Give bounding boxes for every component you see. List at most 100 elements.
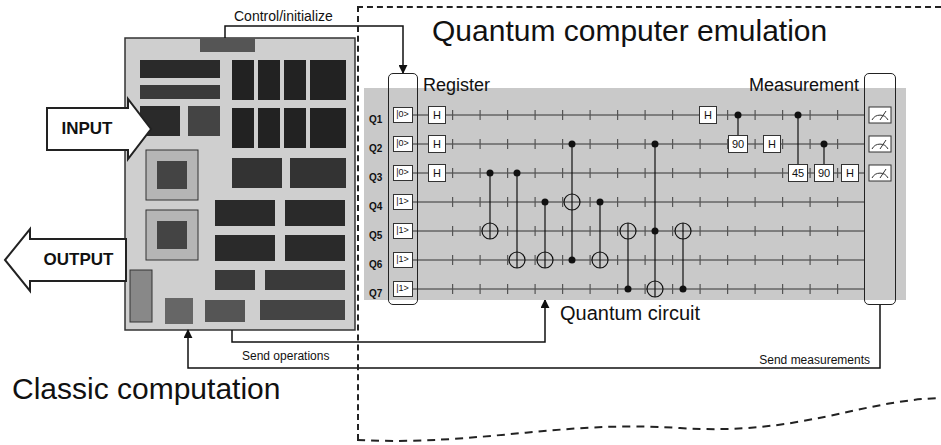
control-dots [569,141,576,148]
control-dots [680,286,687,293]
control-dots [597,199,604,206]
cnot-targets [675,223,691,239]
qubit-name: Q3 [369,172,382,183]
connector [225,26,403,73]
gate-label: 90 [732,138,744,151]
qubit-name: Q4 [369,201,382,212]
control-dots [821,141,828,148]
label-holder: Control/initialize [232,7,335,25]
meter-icons [880,111,886,120]
ket-box: |1> [393,281,413,297]
cnot-targets [647,281,663,297]
qubit-wires [413,115,864,289]
label-holder: Q3 [369,167,382,185]
heading-holder: Classic computation [12,372,280,407]
label-holder: Q7 [369,283,382,301]
wire-ticks [452,110,862,120]
wire-ticks [452,139,862,149]
label-holder: Send measurements [757,350,872,368]
circuit-board-photo [125,38,355,330]
circuit-board-photo [146,210,198,260]
circuit-board-photo [165,298,193,324]
label-holder: Q6 [369,254,382,272]
gate-box: H [428,135,446,153]
meter-icons [869,165,891,181]
qubit-name: Q5 [369,230,382,241]
circuit-board-photo [140,60,220,78]
label-holder: Send operations [240,346,331,364]
gate-links [490,115,824,297]
circuit-board-photo [285,235,345,261]
circuit-board-photo [157,221,187,249]
input-arrow: INPUT [46,98,152,160]
control-dots [487,170,494,177]
heading-holder: Measurement [749,75,859,96]
qubit-name: Q2 [369,143,382,154]
gate-box: H [841,164,859,182]
connector [188,305,880,368]
wire-ticks [452,226,862,236]
circuit-board-photo [125,38,355,330]
qubit-wires [413,289,864,290]
circuit-board-photo [260,300,345,320]
cnot-targets [482,194,691,297]
circuit-board-photo [188,106,220,136]
ket-box: |0> [393,107,413,123]
qubit-wires [413,260,864,261]
circuit-board-photo [140,85,220,99]
circuit-board-photo [215,235,275,261]
measurement-box: Measurement [864,73,896,305]
wire-ticks [452,284,862,294]
ket-state: |1> [396,283,409,293]
region-boundary [357,398,941,441]
circuit-board-photo [290,158,346,188]
label-holder: Q1 [369,109,382,127]
qubit-wires [413,231,864,232]
ket-box: |0> [393,136,413,152]
classic-computer: Classic computation [125,38,355,330]
circuit-board-photo [265,270,345,290]
meter-icons [880,140,886,149]
ket-box: |1> [393,223,413,239]
circuit-board-photo [284,60,306,100]
cnot-targets [509,252,525,268]
cnot-targets [564,194,580,210]
gate-box: H [428,106,446,124]
gate-label: H [704,109,712,122]
control-dots [487,112,828,293]
connector [232,300,545,342]
gate-box: 45 [788,164,808,182]
section-title: Quantum computer emulation [432,14,827,47]
gate-label: H [846,167,854,180]
circuit-board-photo [157,161,187,189]
section-title: Classic computation [12,372,280,405]
control-dots [514,170,521,177]
circuit-board-photo [310,60,346,100]
gate-label: 45 [792,167,804,180]
circuit-board-photo [200,38,255,52]
qubit-name: Q6 [369,259,382,270]
circuit-board-photo [215,200,275,226]
gate-links [516,173,517,268]
heading-holder: Register [423,75,490,96]
gate-links [627,223,628,289]
ket-state: |1> [396,225,409,235]
gate-label: 90 [818,167,830,180]
meter-icons [869,136,891,152]
wire-ticks [452,255,862,265]
label-holder: Q2 [369,138,382,156]
circuit-board-photo [258,108,280,148]
wire-ticks [452,197,862,207]
qubit-name: Q1 [369,114,382,125]
gate-box: 90 [814,164,834,182]
control-dots [735,112,742,119]
connector-label: Send measurements [757,353,872,367]
ket-box: |0> [393,165,413,181]
gate-box: H [763,135,781,153]
control-dots [569,257,576,264]
gate-box: H [699,106,717,124]
qubit-name: Q7 [369,288,382,299]
qubit-wires [413,144,864,145]
control-dots [795,112,802,119]
emulation-region: |0>|0>|0>|1>|1>|1>|1>RegisterHHHH90H4590… [357,6,941,440]
